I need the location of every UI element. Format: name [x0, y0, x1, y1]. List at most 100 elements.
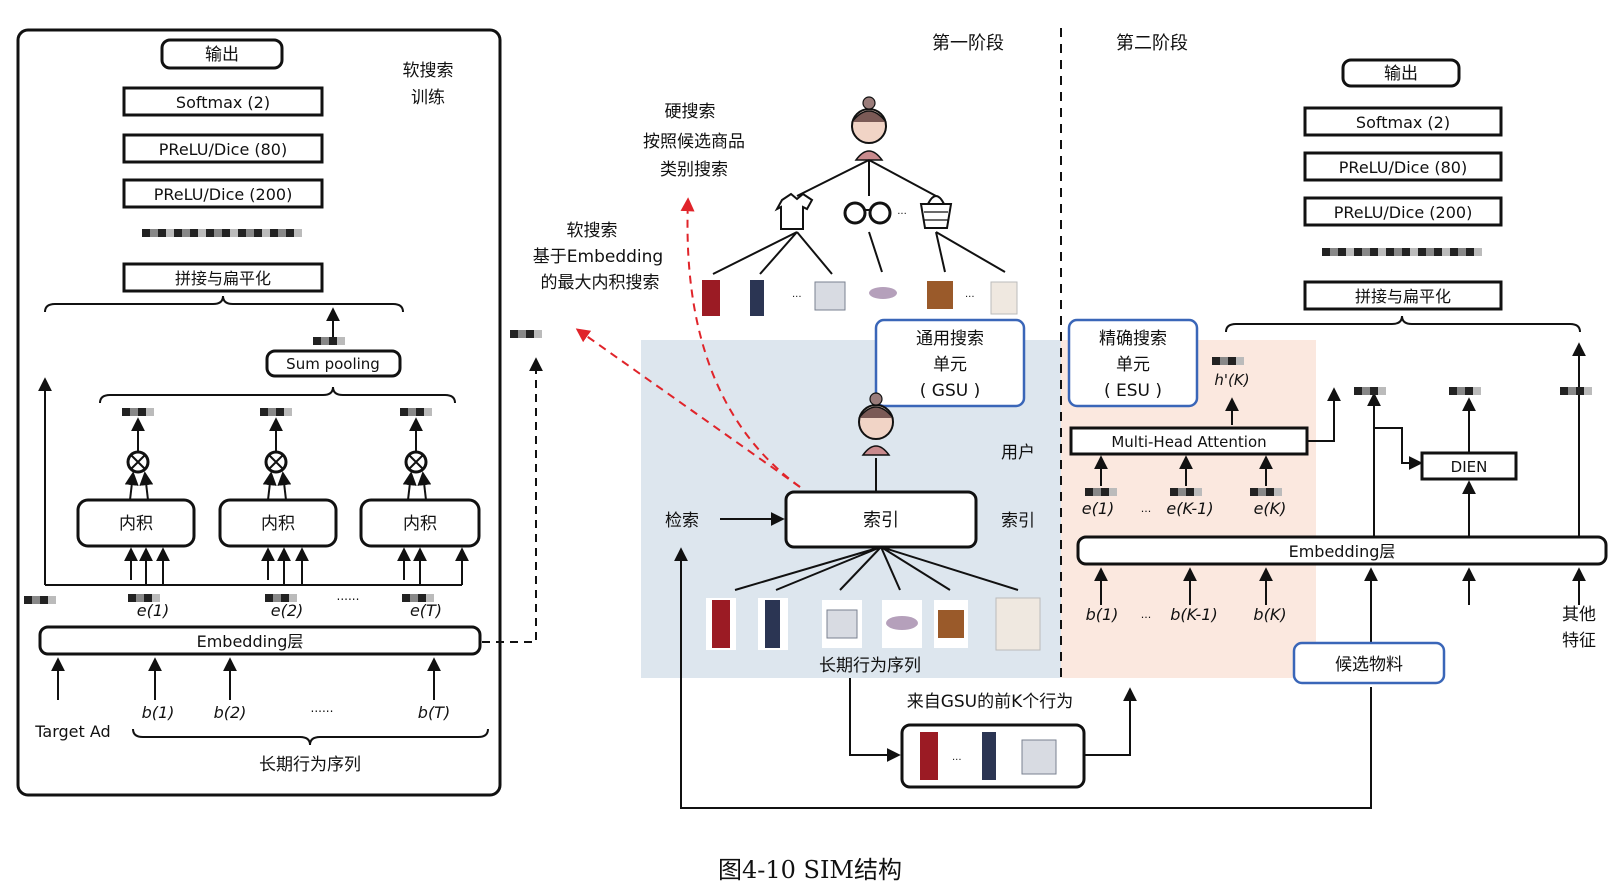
- other-vector: [1560, 387, 1592, 395]
- right-dense-vector: [1322, 248, 1482, 256]
- soft-search-line3: 的最大内积搜索: [541, 273, 660, 293]
- inner-product-unit-2: [218, 408, 338, 585]
- right-embedding-box: [1076, 535, 1608, 566]
- index-side-label: 索引: [1001, 511, 1035, 531]
- esu-line3: ( ESU ): [1104, 381, 1162, 401]
- retrieve-label: 检索: [665, 511, 699, 531]
- target-ad-vector: [24, 596, 56, 604]
- hk-vector: [1212, 357, 1244, 365]
- left-e2-label: e(2): [271, 601, 304, 620]
- esu-line1: 精确搜索: [1099, 329, 1167, 349]
- esu-e1-vector: [1085, 488, 1117, 496]
- category-ellipsis: ...: [897, 206, 907, 217]
- inner-product-unit-3: [359, 408, 481, 585]
- left-soft-train-line2: 训练: [411, 88, 445, 108]
- right-b-ellipsis: ...: [1141, 608, 1152, 621]
- pooling-brace: [99, 386, 456, 404]
- left-bT-label: b(T): [418, 703, 450, 722]
- hk-label: h'(K): [1214, 371, 1249, 389]
- soft-search-line1: 软搜索: [567, 221, 618, 241]
- inner-product-label-3: 内积: [403, 514, 437, 534]
- figure-caption: 图4-10 SIM结构: [718, 856, 902, 884]
- left-eT-label: e(T): [410, 601, 442, 620]
- left-concat-label: 拼接与扁平化: [175, 269, 271, 288]
- right-bK1-label: b(K-1): [1170, 605, 1217, 624]
- top-item-thumbnails: ... ...: [702, 280, 1018, 316]
- right-eK1-label: e(K-1): [1166, 499, 1213, 518]
- inner-product-label-2: 内积: [261, 514, 295, 534]
- left-prelu200-box: [122, 178, 324, 209]
- svg-text:...: ...: [952, 752, 962, 763]
- topk-out-arrow: [1084, 687, 1137, 756]
- left-long-seq-label: 长期行为序列: [259, 755, 361, 775]
- left-concat-brace: [44, 295, 404, 313]
- left-b-ellipsis: ......: [311, 701, 334, 715]
- right-output-box: [1341, 58, 1461, 88]
- right-bK-label: b(K): [1253, 605, 1286, 624]
- left-softmax-label: Softmax (2): [176, 93, 270, 112]
- left-embedding-box: [38, 625, 482, 656]
- esu-eK1-vector: [1170, 488, 1202, 496]
- inner-product-label-1: 内积: [119, 514, 153, 534]
- inner-product-unit-1: [76, 408, 196, 585]
- right-concat-brace: [1225, 315, 1581, 333]
- mha-box: [1069, 426, 1309, 456]
- right-concat-box: [1303, 280, 1503, 311]
- gsu-line2: 单元: [933, 355, 967, 375]
- left-prelu80-box: [122, 133, 324, 164]
- hard-search-line1: 硬搜索: [665, 102, 716, 122]
- left-e1-label: e(1): [137, 601, 170, 620]
- esu-label-box: [1067, 318, 1199, 408]
- dien-vector: [1449, 387, 1481, 395]
- cand-vector: [1354, 387, 1386, 395]
- left-e-ellipsis: ......: [337, 589, 360, 603]
- right-softmax-box: [1303, 106, 1503, 137]
- gsu-label-box: [874, 318, 1026, 408]
- soft-search-vector: [510, 330, 542, 338]
- soft-search-line2: 基于Embedding: [533, 247, 663, 267]
- mha-to-concat: [1307, 387, 1341, 442]
- user-avatar-gsu: [858, 392, 894, 456]
- hard-search-line3: 类别搜索: [660, 160, 728, 180]
- left-softmax-box: [122, 86, 324, 117]
- long-seq-thumbnails: [706, 597, 1041, 651]
- svg-text:...: ...: [792, 289, 802, 300]
- bag-icon: [919, 195, 953, 229]
- esu-line2: 单元: [1116, 355, 1150, 375]
- category-tree-lines: [712, 159, 1006, 275]
- right-prelu200-label: PReLU/Dice (200): [1334, 203, 1473, 222]
- right-prelu80-label: PReLU/Dice (80): [1339, 158, 1467, 177]
- soft-search-arrow: [575, 328, 801, 488]
- middle-long-seq-label: 长期行为序列: [819, 656, 921, 676]
- topk-thumbnails: ...: [920, 732, 1057, 780]
- mha-to-dien: [1374, 427, 1423, 470]
- left-soft-train-line1: 软搜索: [403, 61, 454, 81]
- left-b2-label: b(2): [214, 703, 247, 722]
- left-seq-brace: [132, 728, 489, 746]
- hard-search-arrow: [680, 197, 801, 488]
- dien-box: [1420, 451, 1518, 481]
- other-features-line1: 其他: [1562, 605, 1596, 625]
- right-b1-label: b(1): [1086, 605, 1119, 624]
- topk-label: 来自GSU的前K个行为: [907, 692, 1074, 712]
- candidate-label: 候选物料: [1335, 655, 1403, 675]
- svg-text:...: ...: [965, 289, 975, 300]
- right-output-label: 输出: [1384, 64, 1418, 84]
- gsu-line3: ( GSU ): [920, 381, 980, 401]
- left-to-middle-dashed: [482, 357, 543, 643]
- left-prelu80-label: PReLU/Dice (80): [159, 140, 287, 159]
- right-eK-label: e(K): [1254, 499, 1287, 518]
- right-prelu200-box: [1303, 196, 1503, 227]
- left-embedding-label: Embedding层: [197, 632, 304, 651]
- esu-eK-vector: [1250, 488, 1282, 496]
- left-output-box: [160, 38, 284, 70]
- left-b1-label: b(1): [142, 703, 175, 722]
- stage2-label: 第二阶段: [1116, 33, 1188, 54]
- left-concat-box: [122, 262, 324, 293]
- right-e-ellipsis: ...: [1141, 502, 1152, 515]
- sum-vector: [313, 337, 345, 345]
- index-fanout: [734, 546, 1019, 591]
- left-panel: [16, 28, 502, 797]
- right-e1-label: e(1): [1082, 499, 1115, 518]
